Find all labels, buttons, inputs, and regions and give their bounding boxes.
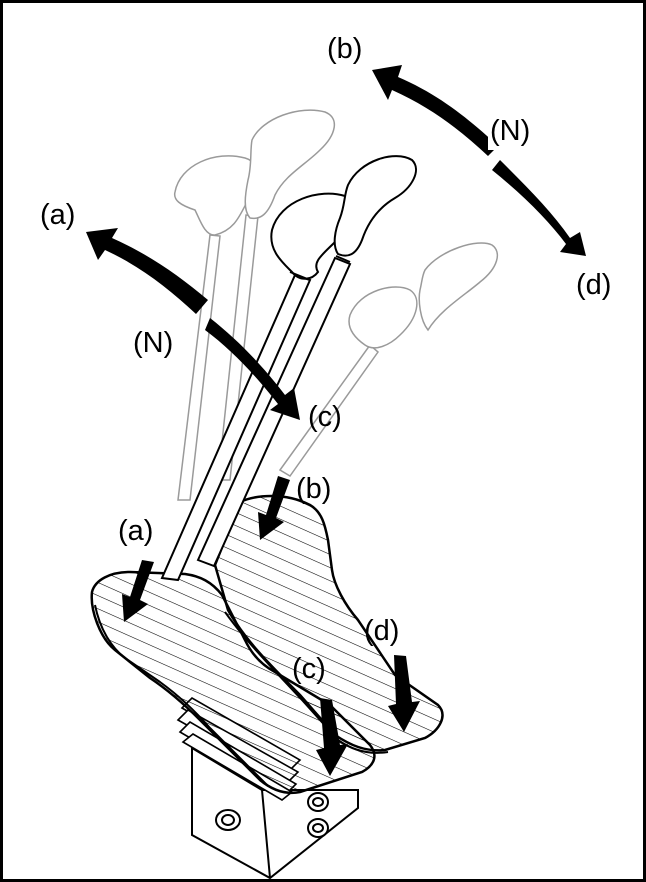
label-b-top: (b): [327, 33, 362, 65]
arrow-left-lower: [205, 318, 300, 420]
arrow-right-upper: [372, 65, 498, 156]
arrow-pedal-a: [122, 560, 154, 622]
ghost-levers: [173, 109, 499, 501]
arrow-left-upper: [86, 228, 208, 314]
lever-rod-right: [196, 256, 352, 568]
arrow-pedal-b: [258, 476, 290, 540]
label-a-top: (a): [40, 199, 75, 231]
motion-arrows: [86, 65, 586, 776]
grip-right: [333, 155, 417, 257]
ghost-lever-forward: [278, 343, 380, 478]
arrow-right-lower: [492, 160, 586, 256]
label-c-pedal: (c): [292, 653, 326, 685]
label-b-pedal: (b): [296, 473, 331, 505]
active-levers: [160, 155, 417, 582]
label-c-mid: (c): [308, 401, 342, 433]
label-n-right: (N): [490, 115, 530, 147]
arrow-pedal-c: [316, 698, 348, 776]
ghost-grip-forward-right: [418, 242, 499, 332]
pedal-left: [90, 570, 376, 795]
label-d-pedal: (d): [364, 615, 399, 647]
ghost-grip-forward-left: [348, 286, 418, 349]
ghost-grip-rear-right: [244, 109, 335, 220]
label-gap-right: [488, 110, 538, 150]
label-d-right: (d): [576, 269, 611, 301]
label-gap-left: [130, 320, 182, 362]
ghost-grip-rear-left: [173, 155, 259, 236]
ghost-lever-rear-left: [177, 234, 221, 501]
label-a-pedal: (a): [118, 515, 153, 547]
arrow-pedal-d: [388, 655, 420, 732]
label-n-left: (N): [133, 327, 173, 359]
grip-left: [270, 192, 354, 280]
